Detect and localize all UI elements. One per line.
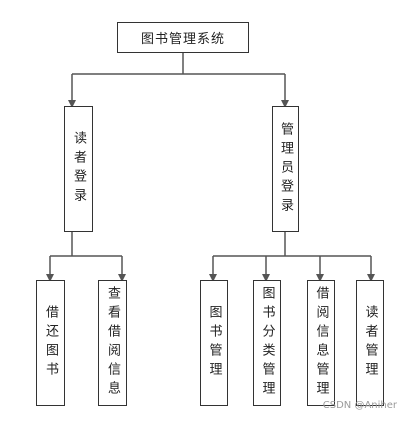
admin-login-node: 管理员登录 bbox=[272, 106, 299, 232]
watermark: CSDN @Aniher bbox=[322, 400, 397, 411]
admin-login-label: 管理员登录 bbox=[278, 121, 293, 217]
view-borrow-info-node: 查看借阅信息 bbox=[98, 280, 127, 406]
borrow-return-label: 借还图书 bbox=[43, 305, 58, 381]
root-node: 图书管理系统 bbox=[117, 22, 249, 53]
reader-login-node: 读者登录 bbox=[64, 106, 93, 232]
reader-management-label: 读者管理 bbox=[362, 305, 378, 381]
borrow-info-management-node: 借阅信息管理 bbox=[307, 280, 335, 406]
book-management-label: 图书管理 bbox=[206, 305, 222, 381]
category-management-node: 图书分类管理 bbox=[253, 280, 281, 406]
borrow-info-management-label: 借阅信息管理 bbox=[313, 286, 329, 400]
book-management-node: 图书管理 bbox=[200, 280, 228, 406]
view-borrow-info-label: 查看借阅信息 bbox=[105, 286, 120, 400]
root-label: 图书管理系统 bbox=[140, 32, 225, 47]
category-management-label: 图书分类管理 bbox=[259, 286, 275, 400]
reader-management-node: 读者管理 bbox=[356, 280, 384, 406]
borrow-return-node: 借还图书 bbox=[36, 280, 65, 406]
reader-login-label: 读者登录 bbox=[71, 131, 86, 207]
